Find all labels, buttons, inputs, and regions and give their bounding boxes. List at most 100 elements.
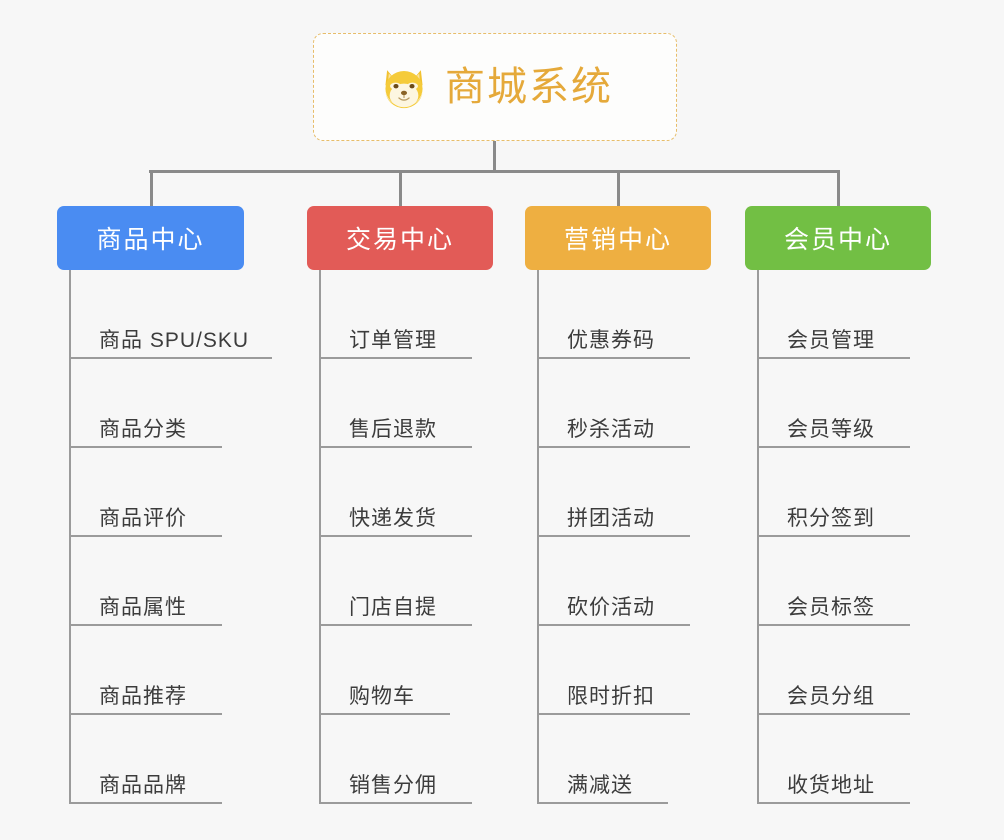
leaf-item[interactable]: 商品评价 (69, 448, 244, 537)
leaf-underline (757, 535, 910, 537)
leaf-underline (319, 535, 472, 537)
leaf-underline (757, 713, 910, 715)
leaf-item-label: 满减送 (567, 773, 633, 797)
connector-drop-1 (150, 170, 153, 206)
leaf-item-label: 秒杀活动 (567, 417, 655, 441)
connector-horizontal-bus (149, 170, 840, 173)
shiba-dog-face-icon (385, 70, 423, 109)
leaf-underline (319, 802, 472, 804)
category-header-2[interactable]: 交易中心 (307, 206, 493, 270)
leaf-underline (69, 624, 222, 626)
leaf-item[interactable]: 会员管理 (757, 270, 931, 359)
leaf-item-label: 限时折扣 (567, 684, 655, 708)
leaf-underline (757, 802, 910, 804)
leaf-item-label: 商品推荐 (99, 684, 187, 708)
category-column-1: 商品中心商品 SPU/SKU 商品分类商品评价商品属性商品推荐商品品牌 (57, 206, 272, 804)
leaf-item-label: 商品评价 (99, 506, 187, 530)
leaf-item[interactable]: 门店自提 (319, 537, 493, 626)
category-label: 交易中心 (345, 226, 454, 254)
leaf-item[interactable]: 优惠券码 (537, 270, 711, 359)
leaf-underline (69, 357, 272, 359)
category-header-1[interactable]: 商品中心 (57, 206, 244, 270)
leaf-underline (319, 624, 472, 626)
tree-rail (69, 270, 71, 804)
root-node[interactable]: 商城系统 (313, 33, 677, 141)
leaf-item[interactable]: 商品推荐 (69, 626, 244, 715)
leaf-item[interactable]: 售后退款 (319, 359, 493, 448)
leaf-item-label: 会员标签 (787, 595, 875, 619)
leaf-item-label: 收货地址 (787, 773, 875, 797)
leaf-underline (757, 446, 910, 448)
leaf-item[interactable]: 商品属性 (69, 537, 244, 626)
leaf-item-label: 商品属性 (99, 595, 187, 619)
connector-drop-3 (617, 170, 620, 206)
leaf-item-label: 砍价活动 (567, 595, 655, 619)
leaf-item-label: 积分签到 (787, 506, 875, 530)
leaf-underline (319, 357, 472, 359)
category-column-2: 交易中心订单管理售后退款快递发货门店自提购物车销售分佣 (307, 206, 493, 804)
leaf-underline (537, 357, 690, 359)
leaf-item[interactable]: 砍价活动 (537, 537, 711, 626)
leaf-underline (69, 535, 222, 537)
leaf-item-label: 拼团活动 (567, 506, 655, 530)
leaf-item[interactable]: 商品 SPU/SKU (69, 270, 272, 359)
leaf-list-4: 会员管理会员等级积分签到会员标签会员分组收货地址 (745, 270, 931, 804)
leaf-item-label: 门店自提 (349, 595, 437, 619)
leaf-underline (319, 713, 450, 715)
leaf-item-label: 购物车 (349, 684, 415, 708)
leaf-item-label: 优惠券码 (567, 328, 655, 352)
leaf-underline (537, 802, 668, 804)
category-label: 商品中心 (96, 226, 205, 254)
leaf-item[interactable]: 订单管理 (319, 270, 493, 359)
leaf-item[interactable]: 会员标签 (757, 537, 931, 626)
leaf-item[interactable]: 收货地址 (757, 715, 931, 804)
leaf-underline (69, 713, 222, 715)
leaf-item-label: 会员分组 (787, 684, 875, 708)
root-title: 商城系统 (445, 65, 613, 109)
leaf-item[interactable]: 限时折扣 (537, 626, 711, 715)
leaf-item-label: 商品分类 (99, 417, 187, 441)
tree-rail (757, 270, 759, 804)
leaf-item-label: 会员管理 (787, 328, 875, 352)
tree-rail (319, 270, 321, 804)
leaf-list-2: 订单管理售后退款快递发货门店自提购物车销售分佣 (307, 270, 493, 804)
leaf-item[interactable]: 会员分组 (757, 626, 931, 715)
category-column-3: 营销中心优惠券码秒杀活动拼团活动砍价活动限时折扣满减送 (525, 206, 711, 804)
leaf-item[interactable]: 商品品牌 (69, 715, 244, 804)
leaf-underline (537, 446, 690, 448)
leaf-item-label: 商品 SPU/SKU (99, 328, 250, 352)
leaf-list-1: 商品 SPU/SKU 商品分类商品评价商品属性商品推荐商品品牌 (57, 270, 272, 804)
category-label: 会员中心 (783, 226, 892, 254)
leaf-item-label: 售后退款 (349, 417, 437, 441)
category-label: 营销中心 (563, 226, 672, 254)
connector-drop-2 (399, 170, 402, 206)
leaf-item[interactable]: 满减送 (537, 715, 711, 804)
leaf-item-label: 商品品牌 (99, 773, 187, 797)
tree-rail (537, 270, 539, 804)
leaf-item-label: 订单管理 (349, 328, 437, 352)
leaf-underline (69, 802, 222, 804)
leaf-underline (537, 624, 690, 626)
leaf-item-label: 销售分佣 (349, 773, 437, 797)
leaf-item[interactable]: 商品分类 (69, 359, 244, 448)
category-column-4: 会员中心会员管理会员等级积分签到会员标签会员分组收货地址 (745, 206, 931, 804)
leaf-item[interactable]: 秒杀活动 (537, 359, 711, 448)
leaf-item[interactable]: 销售分佣 (319, 715, 493, 804)
leaf-item-label: 会员等级 (787, 417, 875, 441)
leaf-item[interactable]: 积分签到 (757, 448, 931, 537)
leaf-item[interactable]: 拼团活动 (537, 448, 711, 537)
leaf-item[interactable]: 会员等级 (757, 359, 931, 448)
leaf-item[interactable]: 快递发货 (319, 448, 493, 537)
leaf-list-3: 优惠券码秒杀活动拼团活动砍价活动限时折扣满减送 (525, 270, 711, 804)
leaf-item[interactable]: 购物车 (319, 626, 493, 715)
leaf-underline (537, 713, 690, 715)
leaf-underline (69, 446, 222, 448)
connector-drop-4 (837, 170, 840, 206)
leaf-underline (757, 357, 910, 359)
leaf-underline (319, 446, 472, 448)
leaf-item-label: 快递发货 (349, 506, 437, 530)
category-header-3[interactable]: 营销中心 (525, 206, 711, 270)
leaf-underline (757, 624, 910, 626)
category-header-4[interactable]: 会员中心 (745, 206, 931, 270)
